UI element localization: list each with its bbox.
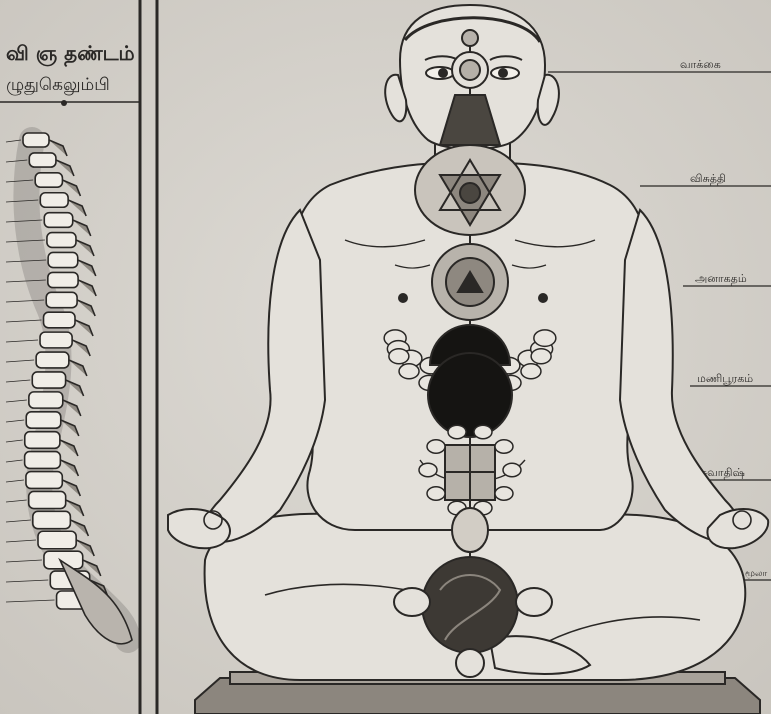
vertebra bbox=[47, 233, 76, 248]
lotus-petal bbox=[419, 463, 437, 477]
vertebra bbox=[44, 213, 72, 228]
lotus-petal bbox=[389, 349, 409, 364]
lotus-petal bbox=[531, 349, 551, 364]
vertebra bbox=[25, 432, 60, 449]
vertebra bbox=[29, 153, 56, 167]
manipura-chakra bbox=[428, 325, 512, 437]
lotus-petal bbox=[427, 487, 445, 501]
lotus-petal bbox=[399, 364, 419, 379]
lotus-petal bbox=[474, 425, 492, 439]
lotus-petal bbox=[495, 487, 513, 501]
svadhishthana-chakra bbox=[445, 445, 495, 500]
vertebra bbox=[25, 452, 61, 469]
lotus-petal bbox=[495, 440, 513, 454]
chakra-label: மூலா bbox=[745, 569, 767, 579]
vertebra bbox=[40, 332, 72, 348]
chakra-label: அனாகதம் bbox=[695, 272, 747, 285]
vertebra bbox=[26, 472, 62, 489]
vertebra bbox=[44, 312, 75, 328]
title-fragment-2: ழுதுகெலும்பி bbox=[6, 75, 110, 95]
anahata-chakra bbox=[432, 244, 508, 320]
kanda-bulb bbox=[452, 508, 488, 552]
side-lotus bbox=[516, 588, 552, 616]
lotus-petal bbox=[427, 440, 445, 454]
vishuddhi-chakra bbox=[415, 145, 525, 235]
vertebra bbox=[40, 193, 68, 208]
vertebra bbox=[26, 412, 61, 428]
chakra-label: விசுத்தி bbox=[690, 172, 726, 185]
title-fragment-1: வி ஞ தண்டம் bbox=[6, 41, 135, 67]
vertebra bbox=[32, 372, 65, 388]
chakra-label: மணிபூரகம் bbox=[697, 372, 753, 385]
vertebra bbox=[38, 531, 76, 548]
vertebra bbox=[29, 392, 63, 408]
vertebra bbox=[48, 272, 78, 287]
chakra-label: வாக்கை bbox=[680, 58, 721, 71]
title-dot bbox=[61, 100, 67, 106]
vertebra bbox=[46, 292, 77, 307]
crown-chakra bbox=[462, 30, 478, 46]
lotus-petal bbox=[448, 425, 466, 439]
vertebra bbox=[48, 252, 78, 267]
vertebra bbox=[23, 133, 49, 147]
base-lotus bbox=[456, 649, 484, 677]
side-lotus bbox=[394, 588, 430, 616]
vertebra bbox=[29, 491, 66, 508]
ajna-chakra bbox=[452, 52, 488, 88]
lotus-petal bbox=[503, 463, 521, 477]
vertebra bbox=[36, 352, 69, 368]
vertebra bbox=[35, 173, 62, 187]
vertebra bbox=[33, 511, 71, 528]
muladhara-chakra bbox=[422, 557, 518, 653]
lotus-petal bbox=[521, 364, 541, 379]
lotus-petal bbox=[534, 330, 556, 347]
